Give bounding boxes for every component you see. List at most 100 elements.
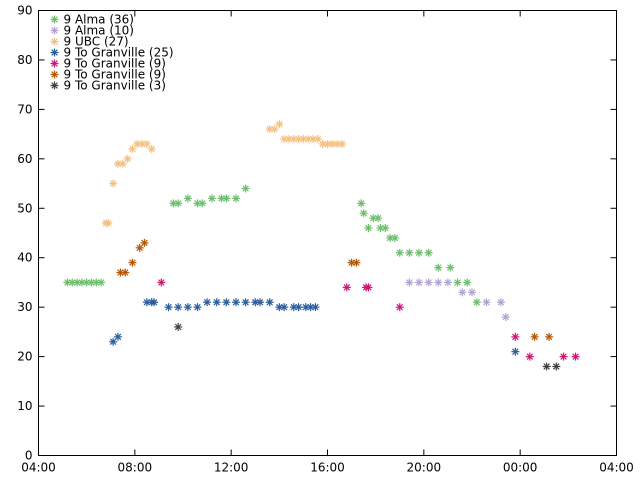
data-point-series-3 [311, 303, 320, 312]
x-tick-label: 16:00 [310, 461, 345, 475]
y-tick-label: 90 [17, 4, 32, 18]
data-point-series-0 [68, 278, 77, 287]
y-tick-label: 40 [17, 251, 32, 265]
x-tick-label: 04:00 [21, 461, 56, 475]
data-point-series-4 [395, 303, 404, 312]
data-point-series-0 [415, 248, 424, 257]
data-point-series-3 [113, 332, 122, 341]
data-point-series-0 [174, 199, 183, 208]
data-point-series-4 [559, 352, 568, 361]
data-point-series-0 [222, 194, 231, 203]
data-point-series-1 [424, 278, 433, 287]
data-point-series-1 [468, 288, 476, 297]
data-point-series-3 [193, 303, 202, 312]
data-point-series-3 [222, 298, 231, 307]
data-point-series-2 [313, 135, 322, 144]
legend-entry-label: 9 UBC (27) [64, 35, 129, 49]
y-tick-label: 70 [17, 102, 32, 116]
legend-entry-label: 9 Alma (36) [64, 13, 134, 27]
data-point-series-1 [482, 298, 491, 307]
x-tick-label: 12:00 [214, 461, 249, 475]
y-tick-label: 50 [17, 201, 32, 215]
data-point-series-4 [342, 283, 351, 292]
data-point-series-2 [142, 140, 151, 148]
data-point-series-3 [164, 303, 173, 312]
data-point-series-4 [364, 283, 373, 292]
data-point-series-2 [123, 154, 132, 163]
legend-entry-label: 9 To Granville (3) [64, 79, 166, 93]
data-point-series-6 [552, 362, 561, 371]
data-point-series-4 [571, 352, 580, 361]
data-point-series-2 [337, 140, 346, 148]
data-point-series-4 [157, 278, 166, 287]
data-point-series-3 [174, 303, 183, 312]
data-point-series-0 [463, 278, 472, 287]
legend: 9 Alma (36)9 Alma (10)9 UBC (27)9 To Gra… [50, 13, 174, 93]
data-point-series-3 [241, 298, 250, 307]
data-point-series-1 [458, 288, 467, 297]
legend-entry-label: 9 Alma (10) [64, 24, 134, 38]
data-point-series-5 [140, 238, 149, 247]
y-tick-label: 10 [17, 399, 32, 413]
data-point-series-2 [118, 159, 127, 168]
data-point-series-6 [174, 322, 183, 331]
data-point-series-0 [390, 233, 399, 242]
data-point-series-5 [530, 332, 539, 341]
data-point-series-2 [323, 140, 332, 148]
x-tick-label: 08:00 [118, 461, 153, 475]
data-point-series-3 [203, 298, 212, 307]
data-point-series-3 [183, 303, 192, 312]
data-point-series-0 [231, 194, 240, 203]
data-point-series-3 [212, 298, 221, 307]
data-point-series-5 [135, 243, 144, 252]
y-tick-label: 30 [17, 300, 32, 314]
data-point-series-0 [434, 263, 443, 272]
data-point-series-2 [128, 144, 137, 153]
data-point-series-0 [381, 224, 390, 233]
y-tick-label: 80 [17, 53, 32, 67]
data-point-series-3 [256, 298, 265, 307]
data-point-series-0 [97, 278, 106, 287]
data-point-series-0 [453, 278, 462, 287]
legend-marker-5 [50, 70, 59, 79]
data-point-series-5 [545, 332, 554, 341]
data-point-series-2 [304, 135, 313, 144]
data-point-series-0 [395, 248, 404, 257]
data-point-series-0 [357, 199, 366, 208]
data-point-series-2 [299, 135, 308, 144]
data-point-series-5 [352, 258, 361, 267]
data-point-series-3 [231, 298, 240, 307]
y-tick-label: 0 [25, 449, 33, 463]
data-point-series-4 [525, 352, 534, 361]
data-point-series-1 [496, 298, 505, 307]
legend-marker-2 [50, 37, 59, 46]
data-point-series-0 [374, 214, 383, 223]
legend-marker-4 [50, 59, 59, 68]
x-tick-label: 20:00 [407, 461, 442, 475]
data-point-series-3 [150, 298, 159, 307]
data-point-series-0 [424, 248, 433, 257]
data-point-series-1 [443, 278, 452, 287]
legend-entry-label: 9 To Granville (25) [64, 46, 174, 60]
x-tick-label: 04:00 [599, 461, 634, 475]
legend-marker-1 [50, 26, 59, 35]
data-point-series-5 [128, 258, 137, 267]
data-point-series-3 [109, 337, 118, 346]
data-point-series-2 [104, 219, 113, 228]
data-point-series-3 [294, 303, 303, 312]
data-point-series-1 [434, 278, 443, 287]
data-point-series-0 [198, 199, 207, 208]
data-point-series-2 [109, 179, 118, 188]
data-points [63, 120, 580, 371]
data-point-series-0 [359, 209, 368, 218]
data-point-series-2 [289, 135, 298, 144]
data-point-series-4 [511, 332, 520, 341]
data-point-series-0 [472, 298, 481, 307]
y-tick-label: 60 [17, 152, 32, 166]
data-point-series-3 [511, 347, 520, 356]
data-point-series-5 [121, 268, 130, 277]
legend-marker-3 [50, 48, 59, 57]
